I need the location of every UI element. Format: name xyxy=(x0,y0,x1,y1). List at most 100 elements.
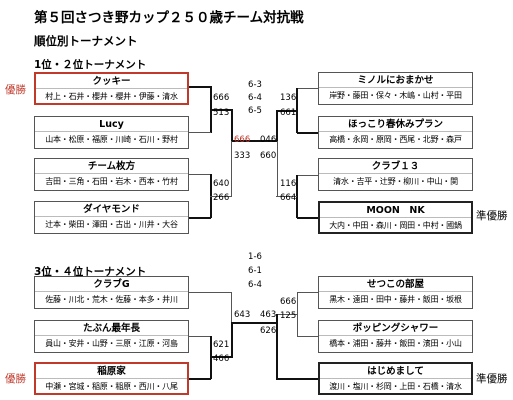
team-minoru: ミノルにおまかせ 岸野・藤田・保々・木嶋・山村・平田 xyxy=(318,72,473,105)
team-name: せつこの部屋 xyxy=(319,277,472,292)
score: 661 xyxy=(280,108,297,118)
bracket-line xyxy=(210,196,232,197)
bracket-line xyxy=(189,86,211,88)
bracket-line xyxy=(231,109,233,142)
bracket-line xyxy=(297,292,318,293)
team-diamond: ダイヤモンド 辻本・柴田・澤田・古出・川井・大谷 xyxy=(34,201,189,234)
score: 666 xyxy=(234,135,251,145)
team-members: 佐藤・川北・荒木・佐藤・本多・井川 xyxy=(45,295,178,304)
bracket-line xyxy=(231,322,261,324)
bracket2-runnerup-label: 準優勝 xyxy=(476,373,508,385)
bracket2-winner-label: 優勝 xyxy=(5,373,26,385)
team-hokkori: ほっこり春休みプラン 高橋・永岡・原岡・西尾・北野・森戸 xyxy=(318,116,473,149)
bracket-line xyxy=(276,314,297,315)
bracket-line xyxy=(276,314,278,380)
team-name: クラブG xyxy=(35,277,188,292)
bracket1-winner-label: 優勝 xyxy=(5,84,26,96)
team-members: 員山・安井・山野・三原・江原・河島 xyxy=(45,339,178,348)
bracket-line xyxy=(276,196,297,197)
team-name: クッキー xyxy=(36,74,187,89)
bracket1-heading: 1位・２位トーナメント xyxy=(34,59,147,71)
bracket-line xyxy=(296,175,298,218)
team-members: 黒木・遠田・田中・藤井・飯田・坂根 xyxy=(329,295,462,304)
bracket-line xyxy=(231,140,261,142)
team-name: チーム枚方 xyxy=(35,159,188,174)
bracket2-heading: 3位・４位トーナメント xyxy=(34,266,147,278)
bracket-line xyxy=(189,378,211,380)
team-club13: クラブ１３ 清水・吉平・辻野・柳川・中山・関 xyxy=(318,158,473,191)
team-name: Lucy xyxy=(35,117,188,132)
score: 463 xyxy=(260,310,277,320)
bracket-line xyxy=(297,175,318,176)
bracket-line xyxy=(297,132,318,134)
team-members: 吉田・三角・石田・岩木・西本・竹村 xyxy=(45,177,178,186)
score: 136 xyxy=(280,93,297,103)
team-members: 橋本・浦田・藤井・飯田・濱田・小山 xyxy=(329,339,462,348)
team-members: 村上・石井・櫻井・櫻井・伊藤・清水 xyxy=(45,92,178,101)
bracket-line xyxy=(189,292,232,293)
bracket-line xyxy=(189,132,211,133)
team-name: はじめまして xyxy=(320,364,471,379)
team-members: 高橋・永岡・原岡・西尾・北野・森戸 xyxy=(329,135,462,144)
team-hajimemashite: はじめまして 渡川・塩川・杉岡・上田・石橋・清水 xyxy=(318,362,473,395)
score: 333 xyxy=(234,151,251,161)
bracket-line xyxy=(260,140,278,142)
team-members: 岸野・藤田・保々・木嶋・山村・平田 xyxy=(329,91,462,100)
team-name: ダイヤモンド xyxy=(35,202,188,217)
bracket-line xyxy=(276,378,318,380)
bracket-line xyxy=(189,217,211,219)
final-score: 6-1 xyxy=(248,266,262,276)
team-name: ほっこり春休みプラン xyxy=(319,117,472,132)
score: 116 xyxy=(280,179,297,189)
team-name: たぶん最年長 xyxy=(35,321,188,336)
score: 266 xyxy=(213,193,230,203)
team-moon-nk: MOON NK 大内・中田・森川・岡田・中村・國鍋 xyxy=(318,201,473,234)
team-setsuko: せつこの部屋 黒木・遠田・田中・藤井・飯田・坂根 xyxy=(318,276,473,309)
team-members: 辻本・柴田・澤田・古出・川井・大谷 xyxy=(45,220,178,229)
team-inahara: 稲原家 中瀬・宮城・稲原・稲原・西川・八尾 xyxy=(34,362,189,395)
final-score: 6-4 xyxy=(248,93,262,103)
team-name: ポッピングシャワー xyxy=(319,321,472,336)
team-members: 中瀬・宮城・稲原・稲原・西川・八尾 xyxy=(45,382,178,391)
bracket-line xyxy=(231,322,233,358)
score: 643 xyxy=(234,310,251,320)
bracket-line xyxy=(297,88,318,89)
bracket-line xyxy=(210,356,233,358)
team-members: 大内・中田・森川・岡田・中村・國鍋 xyxy=(329,221,462,230)
bracket-line xyxy=(297,217,318,219)
score: 660 xyxy=(260,151,277,161)
team-popping: ポッピングシャワー 橋本・浦田・藤井・飯田・濱田・小山 xyxy=(318,320,473,353)
team-lucy: Lucy 山本・松原・福原・川崎・石川・野村 xyxy=(34,116,189,149)
bracket-line xyxy=(189,174,211,175)
bracket-line xyxy=(260,322,278,324)
bracket-line xyxy=(231,292,232,340)
bracket-line xyxy=(297,336,318,337)
team-name: MOON NK xyxy=(320,203,471,218)
team-hirakata: チーム枚方 吉田・三角・石田・岩木・西本・竹村 xyxy=(34,158,189,191)
score: 664 xyxy=(280,193,297,203)
score: 046 xyxy=(260,135,277,145)
page-subtitle: 順位別トーナメント xyxy=(34,34,138,48)
page-title: 第５回さつき野カップ２５０歳チーム対抗戦 xyxy=(34,10,304,26)
final-score: 6-3 xyxy=(248,80,262,90)
team-members: 清水・吉平・辻野・柳川・中山・関 xyxy=(333,177,458,186)
bracket-line xyxy=(189,336,211,337)
score: 640 xyxy=(213,179,230,189)
team-members: 山本・松原・福原・川崎・石川・野村 xyxy=(45,135,178,144)
bracket-line xyxy=(231,141,232,197)
score: 666 xyxy=(280,297,297,307)
final-score: 6-5 xyxy=(248,106,262,116)
team-tabun: たぶん最年長 員山・安井・山野・三原・江原・河島 xyxy=(34,320,189,353)
bracket-line xyxy=(210,109,232,111)
team-members: 渡川・塩川・杉岡・上田・石橋・清水 xyxy=(329,382,462,391)
team-name: クラブ１３ xyxy=(319,159,472,174)
team-name: 稲原家 xyxy=(36,364,187,379)
final-score: 6-4 xyxy=(248,280,262,290)
score: 626 xyxy=(260,326,277,336)
team-club-g: クラブG 佐藤・川北・荒木・佐藤・本多・井川 xyxy=(34,276,189,309)
team-cookie: クッキー 村上・石井・櫻井・櫻井・伊藤・清水 xyxy=(34,72,189,105)
final-score: 1-6 xyxy=(248,252,262,262)
score: 666 xyxy=(213,93,230,103)
score: 513 xyxy=(213,108,230,118)
score: 621 xyxy=(213,340,230,350)
